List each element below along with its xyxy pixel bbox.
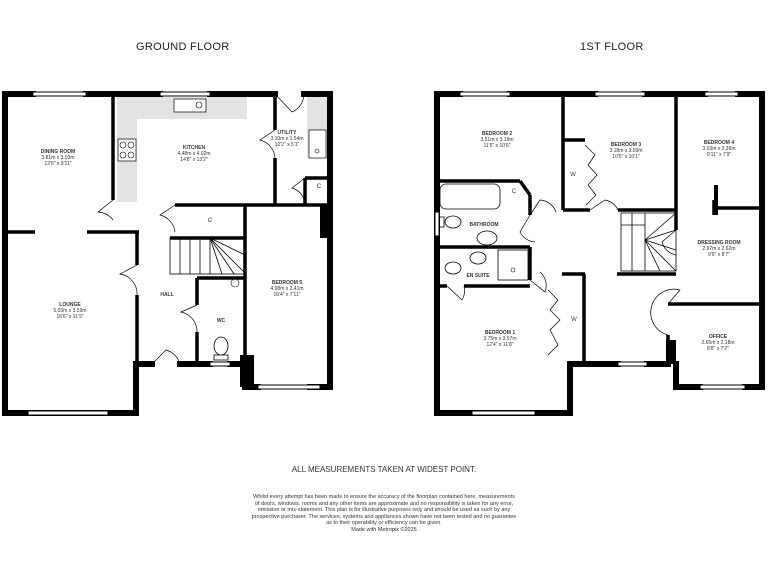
- room-metric: 3.18m x 3.09m: [609, 148, 643, 154]
- room-label-kitchen: KITCHEN 4.48m x 4.02m 14'8" x 13'2": [177, 145, 210, 163]
- disclaimer: Whilst every attempt has been made to en…: [0, 494, 768, 534]
- room-metric: 4.98m x 2.41m: [270, 286, 304, 292]
- room-imperial: 14'8" x 13'2": [180, 157, 208, 163]
- room-name: BEDROOM 4: [703, 140, 735, 146]
- ground-floor-plan: [2, 91, 333, 416]
- first-floor-title: 1ST FLOOR: [580, 41, 644, 53]
- room-label-bedroom-5: BEDROOM 5 4.98m x 2.41m 16'4" x 7'11": [270, 280, 303, 298]
- room-name: DRESSING ROOM: [697, 240, 741, 246]
- room-name: HALL: [160, 292, 174, 298]
- room-label-office: OFFICE 2.65m x 2.18m 8'8" x 7'2": [701, 334, 734, 352]
- measurements-note: ALL MEASUREMENTS TAKEN AT WIDEST POINT.: [291, 465, 477, 474]
- room-label-wc: WC: [217, 318, 225, 324]
- room-label-utility: UTILITY 3.10m x 1.54m 10'2" x 5'1": [270, 130, 303, 148]
- credit-line: Made with Metropix ©2025: [351, 526, 417, 533]
- room-name: KITCHEN: [182, 145, 206, 151]
- cupboard-label: C: [207, 218, 213, 224]
- room-label-dressing-room: DRESSING ROOM 2.97m x 2.62m 9'9" x 8'7": [697, 240, 740, 258]
- room-imperial: 9'11" x 7'9": [706, 152, 732, 158]
- room-name: LOUNGE: [59, 302, 81, 308]
- disclaimer-line: of doors, windows, rooms and any other i…: [254, 500, 514, 507]
- room-label-dining-room: DINING ROOM 3.81m x 3.03m 12'6" x 9'11": [41, 149, 75, 167]
- room-name: UTILITY: [277, 130, 297, 136]
- disclaimer-line: omission or mis-statement. This plan is …: [257, 507, 511, 514]
- room-imperial: 11'6" x 10'6": [483, 143, 511, 149]
- room-metric: 3.81m x 3.03m: [41, 155, 75, 161]
- room-imperial: 10'5" x 10'1": [612, 154, 640, 160]
- room-label-lounge: LOUNGE 5.03m x 3.59m 16'6" x 11'9": [53, 302, 86, 320]
- room-label-bedroom-2: BEDROOM 2 3.51m x 3.19m 11'6" x 10'6": [480, 131, 513, 149]
- room-imperial: 12'4" x 11'8": [486, 342, 514, 348]
- room-metric: 5.03m x 3.59m: [53, 308, 87, 314]
- room-label-bedroom-3: BEDROOM 3 3.18m x 3.09m 10'5" x 10'1": [609, 142, 642, 160]
- wardrobe-label: W: [570, 172, 576, 178]
- room-imperial: 16'6" x 11'9": [56, 314, 84, 320]
- room-name: DINING ROOM: [40, 149, 76, 155]
- room-label-bedroom-4: BEDROOM 4 3.03m x 2.36m 9'11" x 7'9": [702, 140, 735, 158]
- room-name: BATHROOM: [469, 222, 499, 228]
- room-metric: 2.97m x 2.62m: [702, 246, 736, 252]
- room-imperial: 16'4" x 7'11": [273, 292, 301, 298]
- room-imperial: 10'2" x 5'1": [274, 142, 300, 148]
- room-metric: 3.10m x 1.54m: [270, 136, 304, 142]
- room-imperial: 9'9" x 8'7": [708, 252, 730, 258]
- disclaimer-line: prospective purchaser. The services, sys…: [251, 513, 517, 520]
- room-label-en-suite: EN SUITE: [466, 273, 489, 279]
- disclaimer-line: Whilst every attempt has been made to en…: [253, 494, 515, 500]
- room-imperial: 8'8" x 7'2": [707, 346, 729, 352]
- wardrobe-label: W: [571, 317, 577, 323]
- ground-floor-title: GROUND FLOOR: [136, 41, 230, 53]
- room-label-bedroom-1: BEDROOM 1 3.75m x 3.57m 12'4" x 11'8": [483, 330, 516, 348]
- cupboard-label: C: [511, 189, 517, 195]
- cupboard-label: C: [316, 184, 322, 190]
- room-name: BEDROOM 2: [481, 131, 513, 137]
- room-metric: 3.03m x 2.36m: [702, 146, 736, 152]
- room-name: OFFICE: [708, 334, 728, 340]
- room-name: BEDROOM 1: [484, 330, 516, 336]
- room-imperial: 12'6" x 9'11": [44, 161, 72, 167]
- room-label-bathroom: BATHROOM: [469, 222, 498, 228]
- room-metric: 4.48m x 4.02m: [177, 151, 211, 157]
- room-name: WC: [216, 318, 226, 324]
- room-name: BEDROOM 3: [610, 142, 642, 148]
- first-floor-plan: [434, 91, 765, 416]
- room-name: BEDROOM 5: [271, 280, 303, 286]
- room-metric: 3.75m x 3.57m: [483, 336, 517, 342]
- room-label-hall: HALL: [160, 292, 173, 298]
- room-name: EN SUITE: [466, 273, 490, 279]
- disclaimer-line: as to their operability or efficiency ca…: [326, 520, 442, 527]
- room-metric: 3.51m x 3.19m: [480, 137, 514, 143]
- room-metric: 2.65m x 2.18m: [701, 340, 735, 346]
